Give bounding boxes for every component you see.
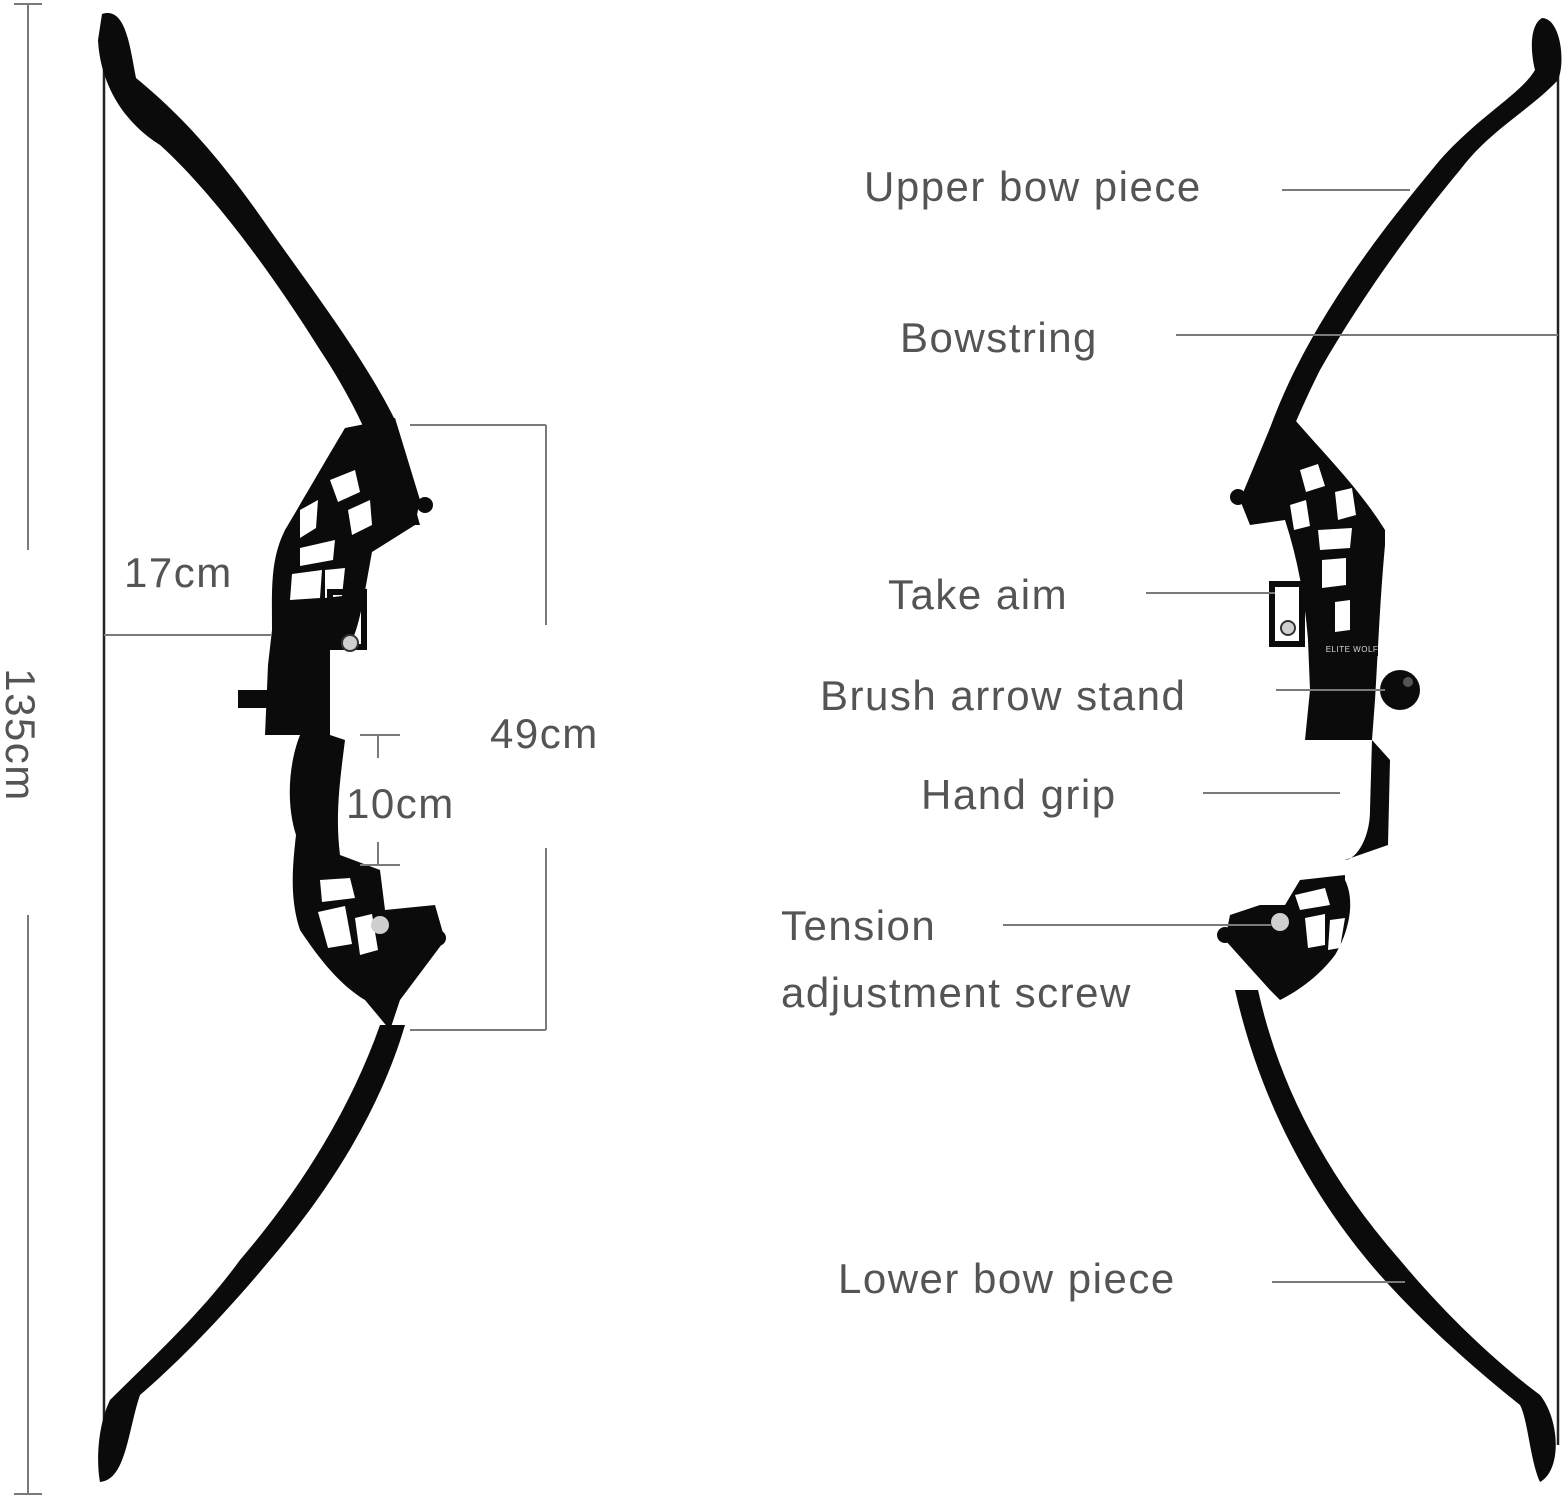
dimension-lines — [14, 3, 547, 1495]
right-upper-limb — [1245, 18, 1562, 510]
right-riser-cutouts — [1290, 464, 1356, 950]
right-sight-bracket — [1269, 581, 1305, 647]
right-tension-screw — [1271, 913, 1289, 931]
total-height-label: 135cm — [0, 668, 44, 802]
label-lower-bow-piece: Lower bow piece — [838, 1255, 1176, 1302]
label-tension-line2: adjustment screw — [781, 969, 1132, 1016]
left-riser-cutouts — [290, 470, 378, 955]
label-take-aim: Take aim — [888, 571, 1068, 618]
brand-plate — [1326, 640, 1378, 656]
left-arrow-rest — [238, 690, 270, 708]
label-brush-arrow-stand: Brush arrow stand — [820, 672, 1186, 719]
right-sight-pin — [1280, 620, 1296, 636]
left-riser — [265, 418, 445, 1030]
left-lower-limb — [98, 1025, 405, 1482]
grip-height-label: 10cm — [346, 780, 455, 827]
left-tension-screw — [371, 916, 389, 934]
callout-leaders — [1003, 189, 1558, 1283]
label-tension-line1: Tension — [781, 902, 936, 949]
right-lower-limb — [1235, 990, 1556, 1482]
label-upper-bow-piece: Upper bow piece — [864, 163, 1202, 210]
riser-height-label: 49cm — [490, 710, 599, 757]
left-upper-limb — [98, 13, 420, 526]
left-sight-pin — [341, 634, 359, 652]
right-riser — [1225, 420, 1390, 1000]
label-hand-grip: Hand grip — [921, 771, 1117, 818]
brand-mark: ELITE WOLF — [1326, 645, 1379, 654]
left-bow — [98, 13, 446, 1482]
label-bowstring: Bowstring — [900, 314, 1098, 361]
right-arrow-rest — [1380, 670, 1420, 710]
right-bow: ELITE WOLF — [1217, 18, 1562, 1482]
brace-height-label: 17cm — [124, 549, 233, 596]
